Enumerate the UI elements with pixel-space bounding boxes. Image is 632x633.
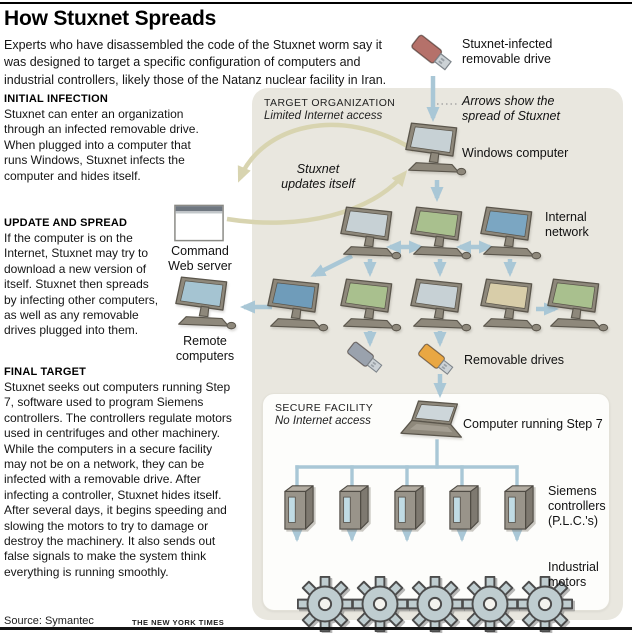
siemens-controller-icon	[338, 483, 370, 530]
siemens-controller-icon	[448, 483, 480, 530]
infected-usb-drive-icon	[410, 42, 456, 66]
internal-network-computer-icon	[338, 278, 402, 333]
remote-computer-icon	[173, 276, 237, 331]
top-rule	[0, 2, 632, 4]
intro-text: Experts who have disassembled the code o…	[4, 38, 387, 87]
industrial-motor-gear-icon	[269, 548, 325, 604]
industrial-motor-gear-icon	[379, 548, 435, 604]
section-body-initial-infection: Stuxnet can enter an organization throug…	[4, 107, 199, 183]
removable-drive-orange-icon	[417, 350, 457, 371]
section-heading-update-and-spread: UPDATE AND SPREAD	[4, 217, 128, 229]
label-industrial-motors: Industrial motors	[548, 560, 599, 589]
siemens-controller-icon	[283, 483, 315, 530]
industrial-motor-gear-icon	[324, 548, 380, 604]
siemens-controller-icon	[503, 483, 535, 530]
internal-network-computer-icon	[265, 278, 329, 333]
label-siemens-controllers: Siemens controllers (P.L.C.'s)	[548, 484, 606, 528]
label-updates-itself: Stuxnet updates itself	[281, 162, 355, 191]
industrial-motor-gear-icon	[489, 548, 545, 604]
siemens-controller-icon	[393, 483, 425, 530]
internal-network-computer-icon	[408, 206, 472, 261]
secure-panel-subheading: No Internet access	[275, 415, 371, 427]
bottom-rule	[0, 627, 632, 630]
industrial-motor-gear-icon	[434, 548, 490, 604]
section-heading-final-target: FINAL TARGET	[4, 366, 87, 378]
label-command-server: Command Web server	[168, 244, 232, 273]
removable-drive-gray-icon	[346, 348, 386, 369]
label-infected-drive: Stuxnet-infected removable drive	[462, 37, 553, 66]
section-heading-initial-infection: INITIAL INFECTION	[4, 93, 109, 105]
section-body-update-and-spread: If the computer is on the Internet, Stux…	[4, 231, 159, 338]
internal-network-computer-icon	[478, 206, 542, 261]
target-panel-heading: TARGET ORGANIZATION	[264, 97, 396, 109]
internal-network-computer-icon	[408, 278, 472, 333]
label-removable-drives: Removable drives	[464, 353, 565, 367]
label-step7-computer: Computer running Step 7	[463, 417, 603, 431]
section-body-final-target: Stuxnet seeks out computers running Step…	[4, 380, 232, 579]
command-web-server-icon	[174, 204, 224, 242]
page-title: How Stuxnet Spreads	[4, 7, 217, 30]
label-windows-computer: Windows computer	[462, 146, 569, 160]
label-internal-network: Internal network	[545, 210, 589, 239]
label-remote-computers: Remote computers	[175, 334, 235, 363]
source-credit: Source: Symantec	[4, 615, 94, 627]
label-arrows-note: Arrows show the spread of Stuxnet	[462, 94, 560, 123]
internal-network-computer-icon	[545, 278, 609, 333]
internal-network-computer-icon	[338, 206, 402, 261]
windows-computer-icon	[403, 122, 467, 177]
internal-network-computer-icon	[478, 278, 542, 333]
secure-panel-heading: SECURE FACILITY	[275, 402, 374, 414]
nyt-credit: THE NEW YORK TIMES	[132, 618, 225, 627]
target-panel-subheading: Limited Internet access	[264, 110, 383, 122]
